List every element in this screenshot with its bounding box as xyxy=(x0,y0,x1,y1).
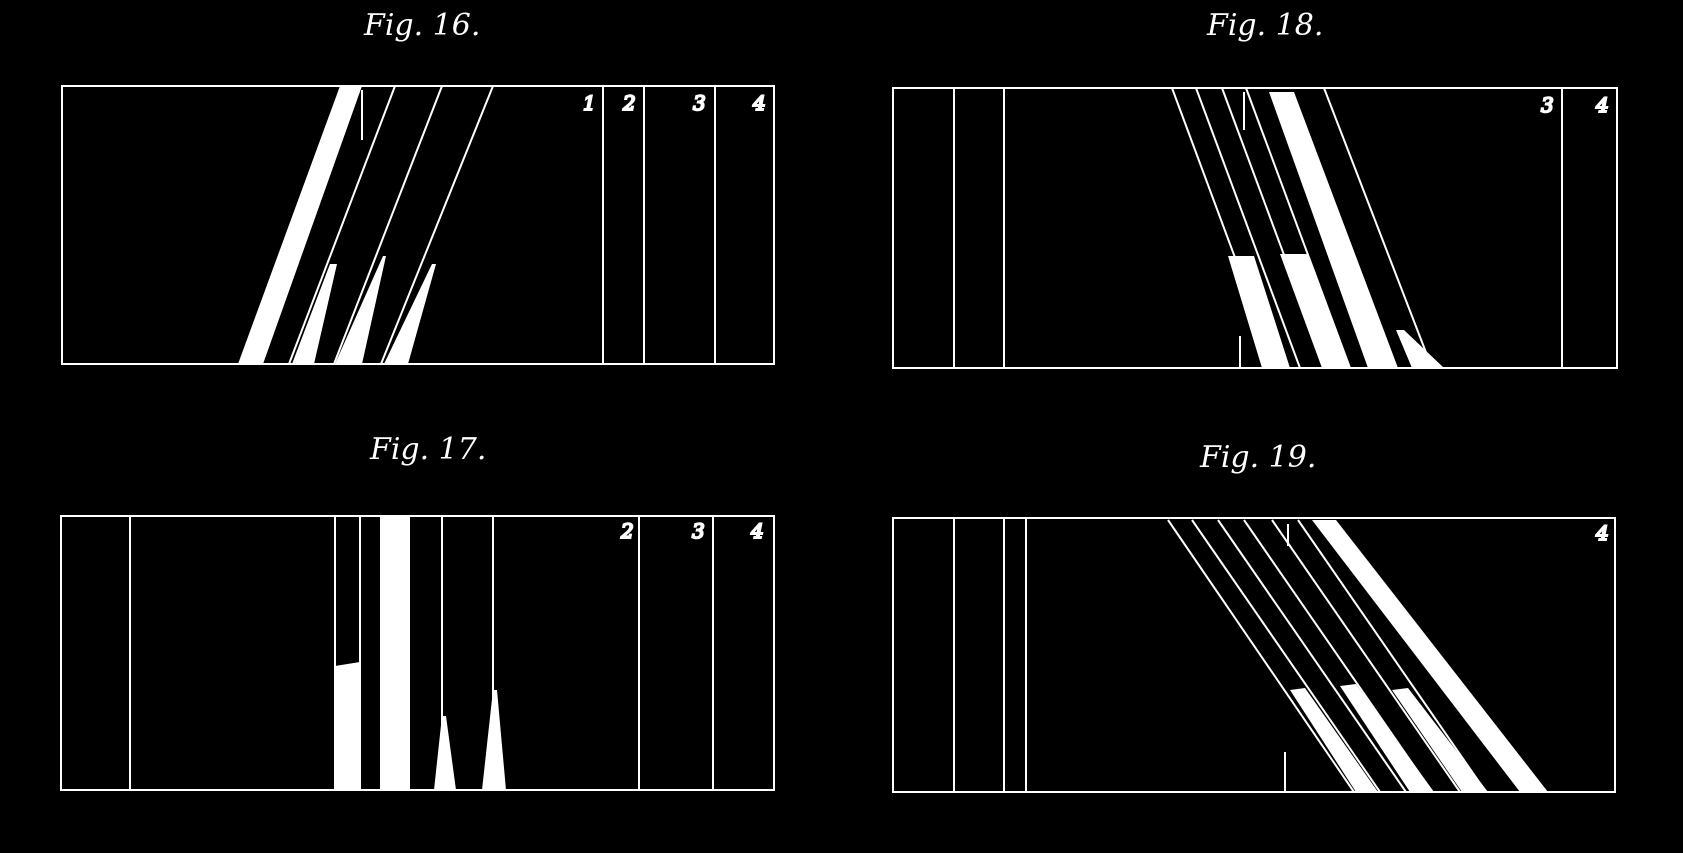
figure-17-col-label: 4 xyxy=(750,519,764,543)
figure-16-wedge xyxy=(292,264,337,364)
figure-16-band-line xyxy=(380,85,494,365)
figure-19-caption: Fig. 19. xyxy=(1200,440,1317,475)
figure-19-lower-band xyxy=(1290,688,1378,792)
figure-19-band-line xyxy=(1271,519,1461,793)
figure-18-band-line xyxy=(1195,87,1301,369)
figure-19-lower-band xyxy=(1340,684,1434,792)
figure-19-band-line xyxy=(1297,519,1487,793)
figure-17-col-label: 2 xyxy=(620,519,634,543)
figure-16-band-line xyxy=(333,85,443,365)
figure-16-wedge xyxy=(335,256,386,364)
figure-16-white-band xyxy=(238,86,362,364)
figure-16-caption: Fig. 16. xyxy=(364,8,481,43)
figure-19-diagram xyxy=(892,517,1616,793)
figure-19-band-line xyxy=(1217,519,1407,793)
figure-16-col-label: 2 xyxy=(622,91,636,115)
figure-18-diagram xyxy=(892,87,1618,369)
figure-16-diagram xyxy=(61,85,775,365)
figure-18-caption: Fig. 18. xyxy=(1207,8,1324,43)
figure-17-caption: Fig. 17. xyxy=(370,432,487,467)
figure-18-white-band xyxy=(1269,92,1398,368)
figure-16-col-label: 1 xyxy=(583,91,596,115)
figure-17-frame xyxy=(60,515,775,791)
figure-18-frame xyxy=(892,87,1618,369)
figure-17-wedge xyxy=(482,690,506,790)
figure-16-col-label: 3 xyxy=(693,91,706,115)
figure-17-wedge xyxy=(434,716,456,790)
figure-19-white-band xyxy=(1312,520,1548,792)
figure-18-lower-band xyxy=(1228,256,1290,368)
figure-19-band-line xyxy=(1167,519,1355,793)
figure-17-lower-band xyxy=(335,662,360,790)
figure-18-band-line xyxy=(1245,87,1351,369)
figure-19-frame xyxy=(892,517,1616,793)
figure-19-lower-band xyxy=(1392,688,1488,792)
figure-17-col-label: 3 xyxy=(692,519,705,543)
figure-18-col-label: 4 xyxy=(1595,93,1609,117)
figure-18-col-label: 3 xyxy=(1541,93,1554,117)
figure-18-lower-band xyxy=(1280,254,1350,368)
figure-16-wedge xyxy=(384,264,436,364)
figure-17-white-band xyxy=(380,516,410,790)
figure-19-col-label: 4 xyxy=(1595,521,1609,545)
figure-16-col-label: 4 xyxy=(752,91,766,115)
figure-16-frame xyxy=(61,85,775,365)
figure-18-wedge xyxy=(1396,330,1444,368)
figure-19-band-line xyxy=(1191,519,1381,793)
figure-16-band-line xyxy=(288,85,396,365)
figure-17-diagram xyxy=(60,515,775,791)
figure-18-band-line xyxy=(1323,87,1433,369)
